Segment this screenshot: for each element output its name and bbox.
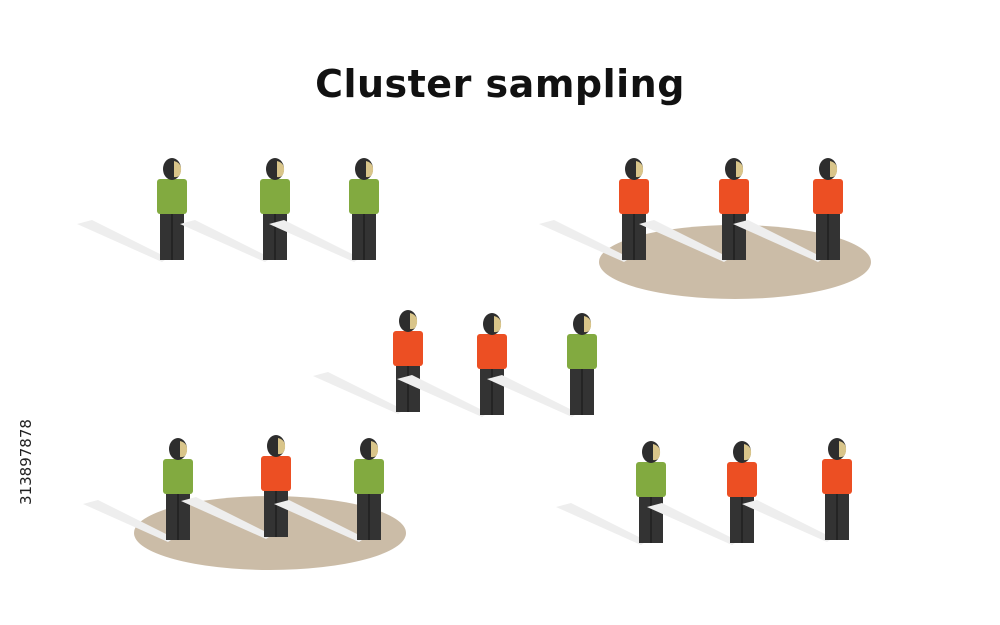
unselected-person-icon xyxy=(269,158,379,262)
person-leg-divider xyxy=(827,212,829,260)
unselected-person-icon xyxy=(83,438,193,542)
person-shadow xyxy=(77,220,168,262)
cluster-bottom-left xyxy=(83,435,406,570)
selected-person-icon xyxy=(733,158,843,262)
person-face xyxy=(174,161,182,178)
person-shirt xyxy=(719,179,749,214)
person-face xyxy=(366,161,374,178)
person-shadow xyxy=(397,375,488,417)
unselected-person-icon xyxy=(487,313,597,417)
person-leg-divider xyxy=(363,212,365,260)
person-leg-divider xyxy=(741,495,743,543)
unselected-person-icon xyxy=(556,441,666,545)
person-face xyxy=(180,441,188,458)
cluster-top-right xyxy=(539,158,871,299)
person-shadow xyxy=(539,220,630,262)
person-shirt xyxy=(393,331,423,366)
person-shadow xyxy=(313,372,404,414)
person-face xyxy=(653,444,661,461)
person-leg-divider xyxy=(491,367,493,415)
person-shirt xyxy=(477,334,507,369)
person-shirt xyxy=(260,179,290,214)
stock-id-label: 313897878 xyxy=(17,419,35,505)
person-shirt xyxy=(822,459,852,494)
person-face xyxy=(277,161,285,178)
person-shirt xyxy=(354,459,384,494)
person-face xyxy=(736,161,744,178)
person-face xyxy=(278,438,286,455)
person-shadow xyxy=(733,220,824,262)
person-shirt xyxy=(636,462,666,497)
unselected-person-icon xyxy=(77,158,187,262)
person-leg-divider xyxy=(177,492,179,540)
person-shirt xyxy=(567,334,597,369)
person-face xyxy=(584,316,592,333)
person-shirt xyxy=(727,462,757,497)
person-shadow xyxy=(274,500,365,542)
person-shadow xyxy=(647,503,738,545)
unselected-person-icon xyxy=(274,438,384,542)
person-leg-divider xyxy=(836,492,838,540)
person-leg-divider xyxy=(650,495,652,543)
person-shadow xyxy=(83,500,174,542)
person-leg-divider xyxy=(274,212,276,260)
person-shirt xyxy=(157,179,187,214)
cluster-middle xyxy=(313,310,597,417)
selected-person-icon xyxy=(397,313,507,417)
selected-person-icon xyxy=(181,435,291,539)
person-shadow xyxy=(269,220,360,262)
person-shadow xyxy=(487,375,578,417)
cluster-top-left xyxy=(77,158,379,262)
person-shirt xyxy=(619,179,649,214)
unselected-person-icon xyxy=(180,158,290,262)
person-face xyxy=(410,313,418,330)
diagram-title: Cluster sampling xyxy=(315,62,685,106)
person-face xyxy=(494,316,502,333)
person-shirt xyxy=(813,179,843,214)
person-leg-divider xyxy=(633,212,635,260)
selected-person-icon xyxy=(639,158,749,262)
person-shadow xyxy=(639,220,730,262)
person-shadow xyxy=(742,500,833,542)
selected-person-icon xyxy=(539,158,649,262)
cluster-bottom-right xyxy=(556,438,852,545)
person-face xyxy=(839,441,847,458)
person-leg-divider xyxy=(407,364,409,412)
person-leg-divider xyxy=(733,212,735,260)
selected-person-icon xyxy=(313,310,423,414)
person-face xyxy=(830,161,838,178)
selected-person-icon xyxy=(742,438,852,542)
person-shirt xyxy=(349,179,379,214)
person-leg-divider xyxy=(171,212,173,260)
person-shirt xyxy=(261,456,291,491)
person-shadow xyxy=(181,497,272,539)
person-shadow xyxy=(180,220,271,262)
person-face xyxy=(371,441,379,458)
person-face xyxy=(744,444,752,461)
person-leg-divider xyxy=(581,367,583,415)
person-shadow xyxy=(556,503,647,545)
cluster-base-ellipse xyxy=(599,225,871,299)
person-leg-divider xyxy=(368,492,370,540)
person-leg-divider xyxy=(275,489,277,537)
person-shirt xyxy=(163,459,193,494)
selected-person-icon xyxy=(647,441,757,545)
person-face xyxy=(636,161,644,178)
